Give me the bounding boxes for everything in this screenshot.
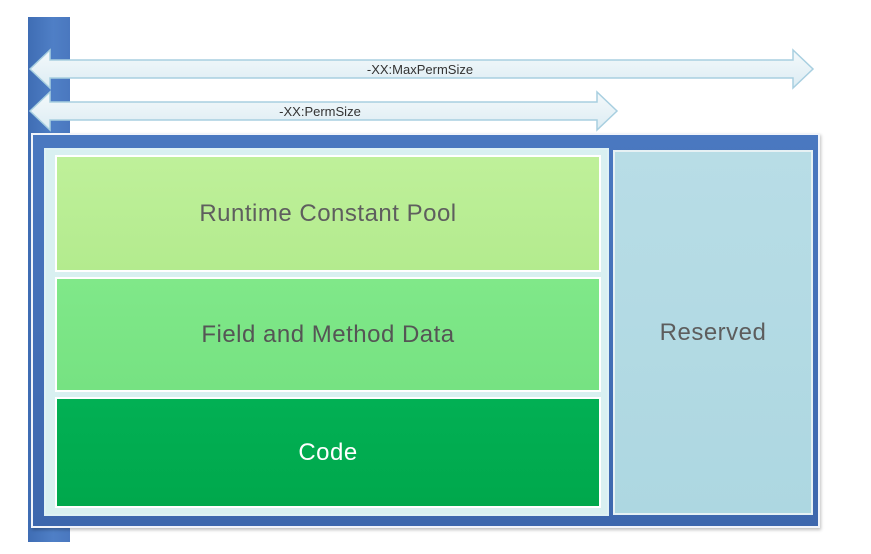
perm-size-arrow (28, 90, 619, 132)
reserved-block: Reserved (613, 150, 813, 515)
max-perm-size-arrow (28, 48, 815, 90)
code-block: Code (55, 397, 601, 508)
size-arrows (28, 48, 815, 132)
runtime-constant-pool-block: Runtime Constant Pool (55, 155, 601, 272)
perm-size-label: -XX:PermSize (279, 104, 361, 119)
perm-gen-region: Runtime Constant Pool Field and Method D… (44, 148, 609, 516)
field-and-method-data-block: Field and Method Data (55, 277, 601, 392)
max-perm-size-label: -XX:MaxPermSize (366, 62, 474, 77)
